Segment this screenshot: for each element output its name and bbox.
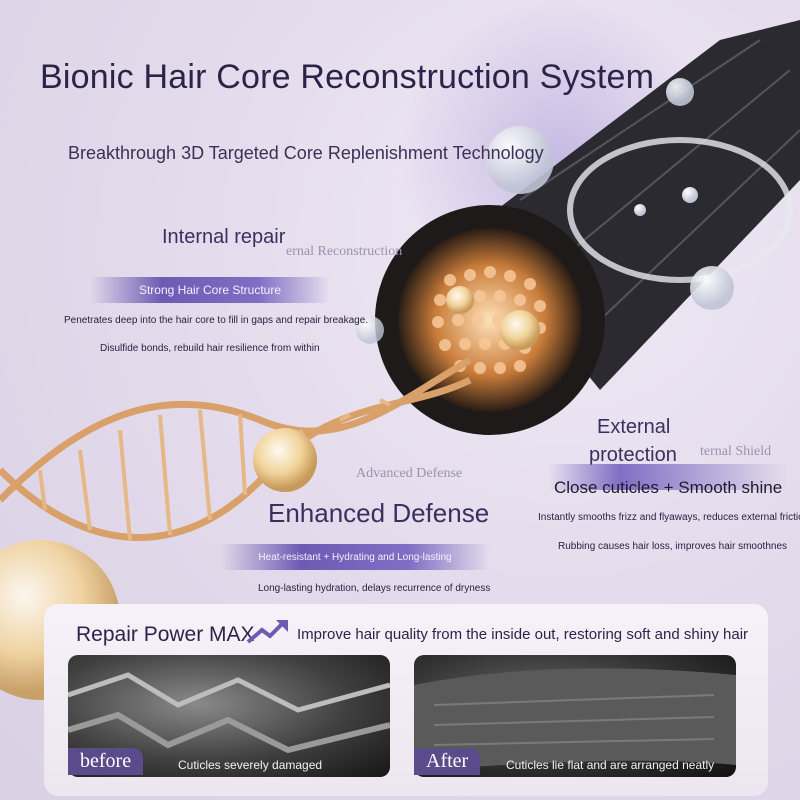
repair-power-heading: Repair Power MAX bbox=[76, 623, 255, 646]
internal-line-2: Disulfide bonds, rebuild hair resilience… bbox=[100, 343, 320, 354]
page-subtitle: Breakthrough 3D Targeted Core Replenishm… bbox=[68, 143, 544, 163]
defense-heading: Enhanced Defense bbox=[268, 498, 490, 528]
after-badge: After bbox=[414, 748, 481, 775]
arrow-up-icon bbox=[246, 620, 288, 644]
external-line-2: Rubbing causes hair loss, improves hair … bbox=[558, 541, 787, 552]
external-heading-line-2: protection bbox=[589, 444, 677, 466]
defense-line-1: Long-lasting hydration, delays recurrenc… bbox=[258, 583, 491, 594]
smooth-cuticle-texture bbox=[414, 668, 736, 770]
repair-tagline: Improve hair quality from the inside out… bbox=[297, 626, 749, 643]
external-feature-label: Close cuticles + Smooth shine bbox=[554, 478, 783, 497]
before-caption: Cuticles severely damaged bbox=[178, 758, 323, 772]
page-title: Bionic Hair Core Reconstruction System bbox=[40, 58, 655, 96]
internal-line-1: Penetrates deep into the hair core to fi… bbox=[64, 315, 369, 326]
after-caption: Cuticles lie flat and are arranged neatl… bbox=[506, 758, 715, 772]
internal-feature-bar: Strong Hair Core Structure bbox=[90, 277, 330, 303]
before-badge: before bbox=[68, 748, 144, 775]
external-bar-bg bbox=[548, 464, 788, 490]
internal-repair-heading: Internal repair bbox=[162, 226, 286, 248]
external-line-1: Instantly smooths frizz and flyaways, re… bbox=[538, 512, 800, 523]
external-ghost-label: ternal Shield bbox=[700, 444, 772, 459]
external-heading-line-1: External bbox=[597, 416, 671, 438]
defense-ghost-label: Advanced Defense bbox=[356, 466, 463, 481]
damaged-cuticle-texture bbox=[68, 672, 390, 754]
defense-feature-bar: Heat-resistant + Hydrating and Long-last… bbox=[220, 544, 490, 570]
internal-ghost-label: ernal Reconstruction bbox=[286, 244, 403, 259]
